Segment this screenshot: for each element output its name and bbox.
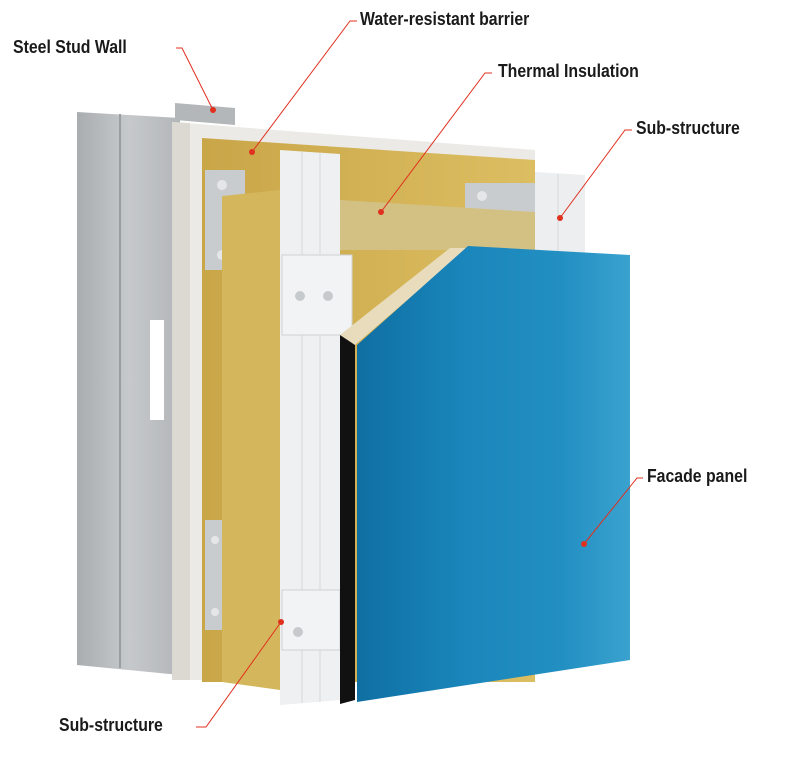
label-steel-stud-wall: Steel Stud Wall bbox=[13, 37, 127, 57]
leader-dots bbox=[210, 107, 587, 625]
label-water-resistant-barrier: Water-resistant barrier bbox=[360, 9, 530, 29]
label-sub-structure-top: Sub-structure bbox=[636, 118, 740, 138]
facade-panel bbox=[340, 246, 630, 704]
thermal-insulation bbox=[222, 190, 535, 690]
label-thermal-insulation: Thermal Insulation bbox=[498, 61, 639, 81]
bracket bbox=[205, 170, 535, 630]
label-facade-panel: Facade panel bbox=[647, 466, 748, 486]
sub-structure-rail bbox=[280, 150, 585, 705]
leader-lines bbox=[176, 20, 643, 728]
steel-stud-wall bbox=[77, 103, 520, 675]
label-sub-structure-bottom: Sub-structure bbox=[59, 715, 163, 735]
